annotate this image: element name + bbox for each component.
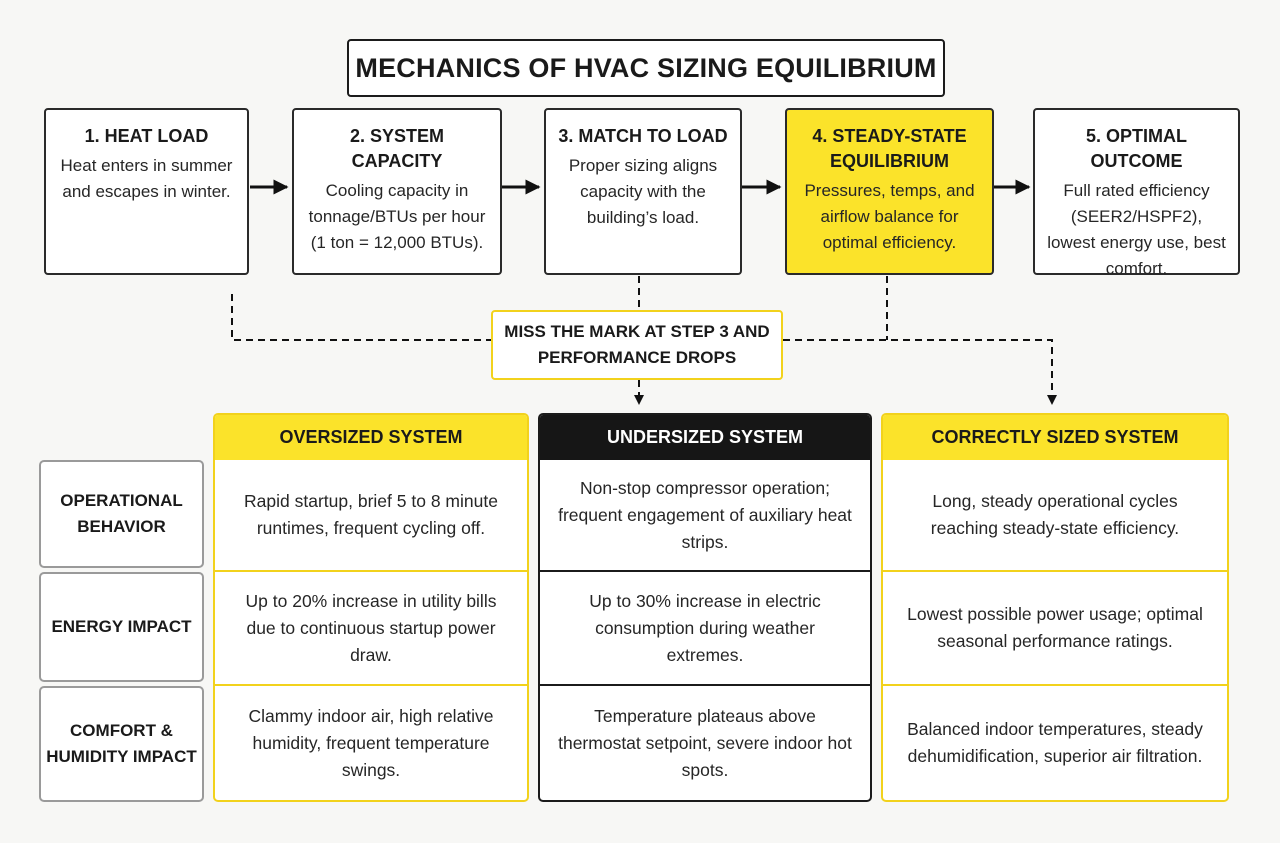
step-optimal-outcome: 5. OPTIMAL OUTCOME Full rated efficiency… [1033,108,1240,278]
cell-energy-impact: Up to 20% increase in utility bills due … [215,570,527,684]
cell-energy-impact: Lowest possible power usage; optimal sea… [883,570,1227,684]
cell-comfort-humidity-impact: Clammy indoor air, high relative humidit… [215,684,527,800]
column-header: OVERSIZED SYSTEM [215,415,527,460]
cell-comfort-humidity-impact: Balanced indoor temperatures, steady deh… [883,684,1227,800]
dashed-path-step1 [231,294,491,341]
step-description: Proper sizing aligns capacity with the b… [568,156,718,227]
step-title: 5. OPTIMAL OUTCOME [1085,126,1187,171]
row-label-operational-behavior: OPERATIONAL BEHAVIOR [39,460,204,568]
step-system-capacity: 2. SYSTEM CAPACITY Cooling capacity in t… [292,108,502,275]
cell-energy-impact: Up to 30% increase in electric consumpti… [540,570,870,684]
step-title: 3. MATCH TO LOAD [558,126,728,146]
cell-operational-behavior: Rapid startup, brief 5 to 8 minute runti… [244,491,498,538]
step-description: Pressures, temps, and airflow balance fo… [804,181,975,252]
cell-operational-behavior: Non-stop compressor operation; frequent … [558,477,852,552]
column-oversized-system: OVERSIZED SYSTEM Rapid startup, brief 5 … [213,413,529,802]
step-description: Heat enters in summer and escapes in win… [60,156,233,201]
cell-comfort-humidity-impact: Temperature plateaus above thermostat se… [540,684,870,800]
cell-operational-behavior: Long, steady operational cycles reaching… [930,491,1180,538]
step-title: 2. SYSTEM CAPACITY [349,126,445,171]
row-label-energy-impact: ENERGY IMPACT [39,572,204,682]
step-title: 1. HEAT LOAD [84,126,209,146]
row-label-comfort-humidity-impact: COMFORT & HUMIDITY IMPACT [39,686,204,802]
warning-callout: MISS THE MARK AT STEP 3 AND PERFORMANCE … [491,310,783,380]
page-title: MECHANICS OF HVAC SIZING EQUILIBRIUM [347,39,945,97]
step-steady-state-equilibrium: 4. STEADY-STATE EQUILIBRIUM Pressures, t… [785,108,994,275]
step-description: Full rated efficiency (SEER2/HSPF2), low… [1047,181,1226,278]
column-header: UNDERSIZED SYSTEM [540,415,870,460]
dashed-path-to-correct [783,339,1057,405]
step-title: 4. STEADY-STATE EQUILIBRIUM [812,126,967,171]
step-description: Cooling capacity in tonnage/BTUs per hou… [308,181,486,252]
step-match-to-load: 3. MATCH TO LOAD Proper sizing aligns ca… [544,108,742,275]
column-correctly-sized-system: CORRECTLY SIZED SYSTEM Long, steady oper… [881,413,1229,802]
column-header: CORRECTLY SIZED SYSTEM [883,415,1227,460]
column-undersized-system: UNDERSIZED SYSTEM Non-stop compressor op… [538,413,872,802]
step-heat-load: 1. HEAT LOAD Heat enters in summer and e… [44,108,249,275]
